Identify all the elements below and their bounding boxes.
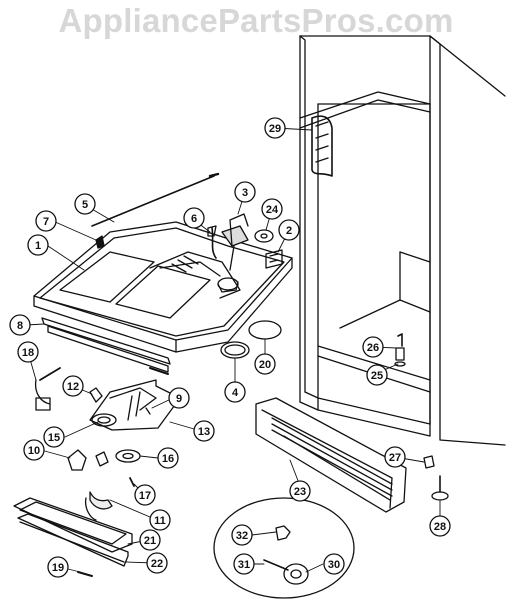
svg-text:6: 6 — [191, 213, 197, 225]
callout-26: 26 — [362, 336, 384, 358]
svg-text:23: 23 — [294, 486, 306, 498]
svg-text:20: 20 — [259, 359, 271, 371]
svg-text:2: 2 — [286, 225, 292, 237]
svg-text:18: 18 — [22, 347, 34, 359]
callout-24: 24 — [261, 198, 283, 220]
svg-text:15: 15 — [48, 432, 60, 444]
callout-27: 27 — [384, 446, 406, 468]
svg-text:3: 3 — [242, 187, 248, 199]
callout-5: 5 — [74, 193, 96, 215]
svg-text:21: 21 — [144, 535, 156, 547]
svg-text:5: 5 — [82, 199, 88, 211]
callout-28: 28 — [429, 515, 451, 537]
callout-19: 19 — [47, 556, 69, 578]
callout-15: 15 — [43, 426, 65, 448]
svg-text:19: 19 — [52, 562, 64, 574]
svg-text:10: 10 — [28, 445, 40, 457]
callout-29: 29 — [264, 117, 286, 139]
callout-12: 12 — [62, 375, 84, 397]
svg-text:26: 26 — [367, 342, 379, 354]
inset-detail-drawing — [213, 497, 355, 599]
callout-4: 4 — [224, 381, 246, 403]
svg-text:12: 12 — [67, 381, 79, 393]
svg-text:13: 13 — [198, 426, 210, 438]
site-watermark: AppliancePartsPros.com — [58, 2, 454, 39]
damper-parts-drawing — [34, 367, 181, 487]
svg-text:28: 28 — [434, 521, 446, 533]
callout-6: 6 — [183, 207, 205, 229]
callout-18: 18 — [17, 341, 39, 363]
svg-text:30: 30 — [328, 559, 340, 571]
svg-text:8: 8 — [17, 320, 23, 332]
callout-16: 16 — [157, 447, 179, 469]
callout-22: 22 — [146, 552, 168, 574]
callout-25: 25 — [366, 364, 388, 386]
callout-8: 8 — [9, 314, 31, 336]
svg-text:32: 32 — [236, 530, 248, 542]
cabinet-drawing — [299, 35, 506, 446]
callout-30: 30 — [323, 553, 345, 575]
callout-3: 3 — [234, 181, 256, 203]
svg-text:27: 27 — [389, 452, 401, 464]
drain-assembly-drawing — [207, 213, 283, 293]
callout-20: 20 — [254, 353, 276, 375]
svg-text:17: 17 — [139, 490, 151, 502]
svg-text:9: 9 — [176, 393, 182, 405]
callout-31: 31 — [233, 553, 255, 575]
callout-11: 11 — [149, 509, 171, 531]
callout-32: 32 — [231, 524, 253, 546]
callout-7: 7 — [35, 210, 57, 232]
callout-17: 17 — [134, 484, 156, 506]
heater-parts-drawing — [13, 491, 133, 577]
callout-13: 13 — [193, 420, 215, 442]
callout-2: 2 — [278, 219, 300, 241]
svg-text:31: 31 — [238, 559, 250, 571]
callout-1: 1 — [27, 234, 49, 256]
base-pan-drawing — [33, 172, 293, 375]
callout-21: 21 — [139, 529, 161, 551]
svg-text:22: 22 — [151, 558, 163, 570]
callout-10: 10 — [23, 439, 45, 461]
svg-text:11: 11 — [154, 515, 166, 527]
svg-text:25: 25 — [371, 370, 383, 382]
toe-grille-drawing — [255, 397, 407, 513]
svg-text:24: 24 — [266, 204, 279, 216]
callout-9: 9 — [168, 387, 190, 409]
svg-text:16: 16 — [162, 453, 174, 465]
svg-text:29: 29 — [269, 123, 281, 135]
svg-text:7: 7 — [43, 216, 49, 228]
svg-text:1: 1 — [35, 240, 41, 252]
svg-text:4: 4 — [232, 387, 239, 399]
callout-23: 23 — [289, 480, 311, 502]
